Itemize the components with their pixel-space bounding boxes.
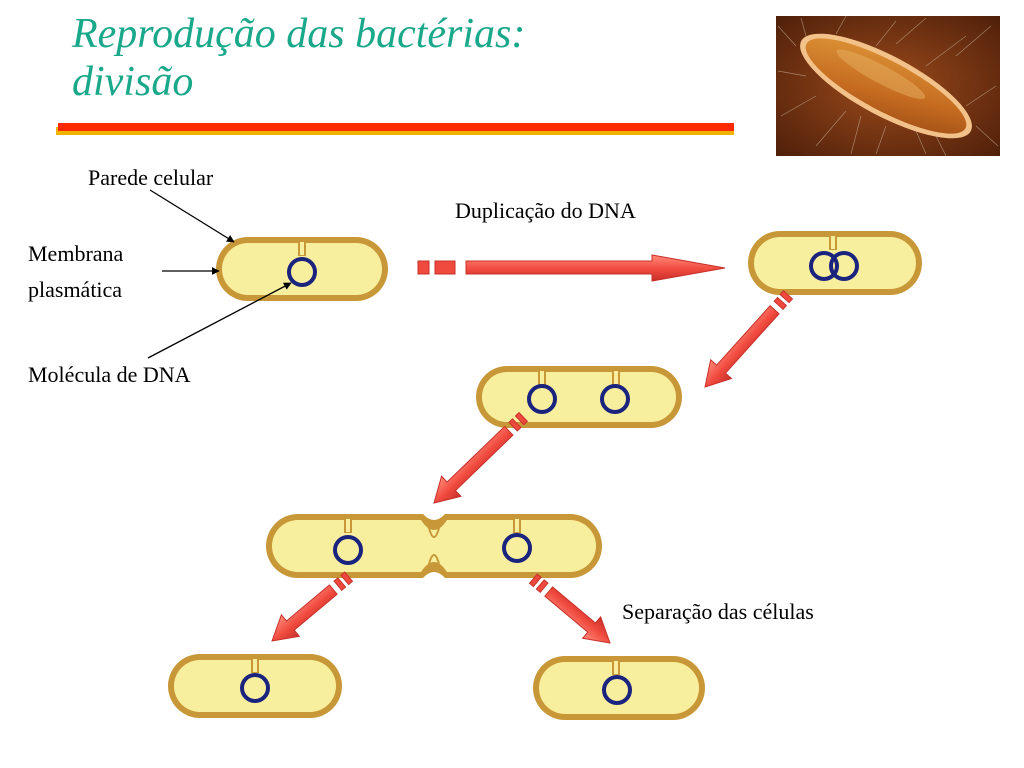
arrow-to-daughter-left [271,571,354,642]
arrow-duplication [417,254,726,282]
label-cell-separation: Separação das células [622,599,814,624]
slide-title-line2: divisão [72,59,194,105]
label-membrane-line1: Membrana [28,241,124,266]
slide-title-line1: Reprodução das bactérias: [72,11,526,57]
dna-circle [333,535,363,565]
bacterium-dna-duplicated [748,231,922,295]
dna-circle [287,257,317,287]
label-dna-duplication: Duplicação do DNA [455,198,636,223]
leader-dna [147,282,292,359]
dna-circle [829,251,859,281]
title-underline [58,123,734,131]
label-dna-molecule: Molécula de DNA [28,362,191,387]
dna-circle [527,384,557,414]
dna-circle [502,533,532,563]
dna-circle [809,251,839,281]
leader-cell-wall [149,189,235,243]
dna-circle [602,675,632,705]
title-underline-shadow [56,127,734,135]
slide-title: Reprodução das bactérias: divisão [72,10,525,106]
arrow-to-dividing [433,411,529,504]
bacterium-daughter-right [533,656,705,720]
arrow-to-daughter-right [528,573,611,644]
dna-circle [600,384,630,414]
dna-circle [240,673,270,703]
bacterium-photo [776,16,1000,156]
bacterium-elongated [476,366,682,428]
bacterium-daughter-left [168,654,342,718]
label-cell-wall: Parede celular [88,165,214,190]
arrow-to-elongation [704,290,794,388]
label-membrane-line2: plasmática [28,277,123,302]
bacterium-dividing [266,514,602,578]
bacterium-initial [216,237,388,301]
